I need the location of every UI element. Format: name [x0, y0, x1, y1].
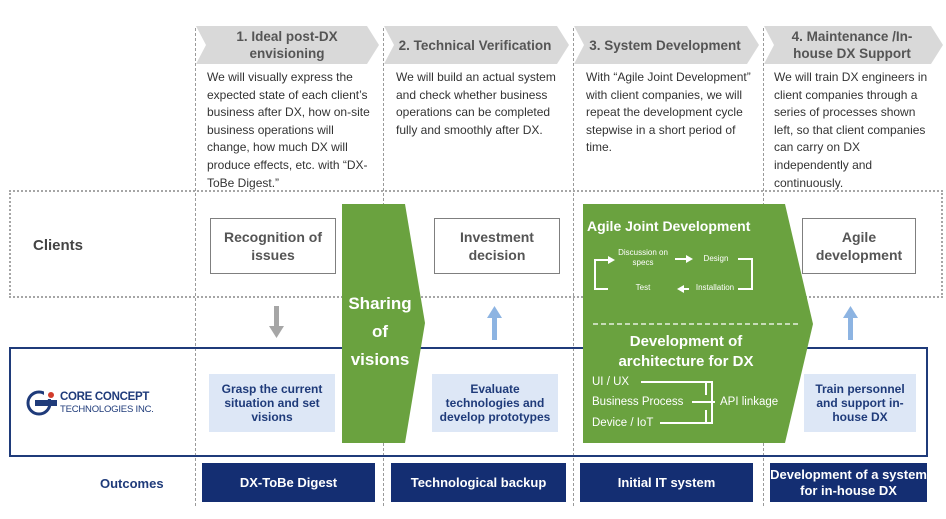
arch-item-business-process: Business Process [592, 396, 684, 408]
sharing-line-2: of [371, 322, 389, 341]
outcome-technological-backup: Technological backup [391, 463, 566, 502]
column-divider [195, 28, 196, 506]
api-linkage-label: API linkage [720, 396, 779, 408]
phase-3-title: 3. System Development [589, 37, 741, 53]
sharing-of-visions-arrow [342, 204, 425, 443]
cycle-test: Test [635, 283, 651, 292]
agile-joint-title: Agile Joint Development [587, 218, 751, 234]
phase-2-description: We will build an actual system and check… [396, 70, 556, 137]
phase-1-chevron [196, 26, 379, 64]
core-concept-logo-icon [26, 390, 57, 416]
down-arrow-gray [269, 306, 284, 338]
flow-arrows [269, 306, 858, 340]
phase-4-description: We will train DX engineers in client com… [774, 70, 928, 190]
up-arrow-blue [843, 306, 858, 340]
up-arrow-blue [487, 306, 502, 340]
architecture-title-line-2: architecture for DX [618, 353, 754, 370]
company-name: CORE CONCEPT [60, 391, 150, 403]
phase-2-chevron [384, 26, 569, 64]
cycle-discussion: Discussion on specs [618, 248, 668, 267]
arch-item-ui-ux: UI / UX [592, 376, 630, 388]
phase-1-description: We will visually express the expected st… [207, 70, 370, 190]
evaluate-technologies-box: Evaluate technologies and develop protot… [432, 374, 558, 432]
grasp-situation-box: Grasp the current situation and set visi… [209, 374, 335, 432]
agile-development-box: Agile development [802, 218, 916, 274]
architecture-title-line-1: Development of [629, 333, 743, 350]
investment-decision-box: Investment decision [434, 218, 560, 274]
train-personnel-box: Train personnel and support in-house DX [804, 374, 916, 432]
outcomes-label: Outcomes [100, 476, 164, 491]
arch-item-device-iot: Device / IoT [592, 417, 654, 429]
sharing-line-3: visions [350, 350, 410, 369]
phase-3-description: With “Agile Joint Development” with clie… [586, 70, 751, 155]
phase-1-title: 1. Ideal post-DX envisioning [236, 29, 338, 61]
cycle-icon [594, 255, 753, 293]
phase-chevrons [196, 26, 943, 64]
phase-3-chevron [574, 26, 759, 64]
clients-band [9, 190, 943, 298]
company-band [9, 347, 928, 457]
outcome-dx-tobe-digest: DX-ToBe Digest [202, 463, 375, 502]
phase-2-title: 2. Technical Verification [398, 37, 552, 53]
recognition-of-issues-box: Recognition of issues [210, 218, 336, 274]
sharing-of-visions-label: Sharing of visions [342, 290, 418, 374]
architecture-title: Development of architecture for DX [588, 332, 784, 372]
outcome-initial-it-system: Initial IT system [580, 463, 753, 502]
outcome-inhouse-dx-system: Development of a system for in-house DX [770, 463, 927, 502]
api-bracket [641, 381, 715, 424]
cycle-design: Design [703, 254, 729, 263]
column-divider [573, 28, 574, 506]
phase-4-chevron [764, 26, 943, 64]
company-subname: TECHNOLOGIES INC. [60, 404, 154, 415]
phase-4-title: 4. Maintenance /In-house DX Support [791, 29, 913, 61]
clients-label: Clients [33, 237, 84, 254]
cycle-installation: Installation [695, 283, 735, 292]
sharing-line-1: Sharing [348, 294, 412, 313]
